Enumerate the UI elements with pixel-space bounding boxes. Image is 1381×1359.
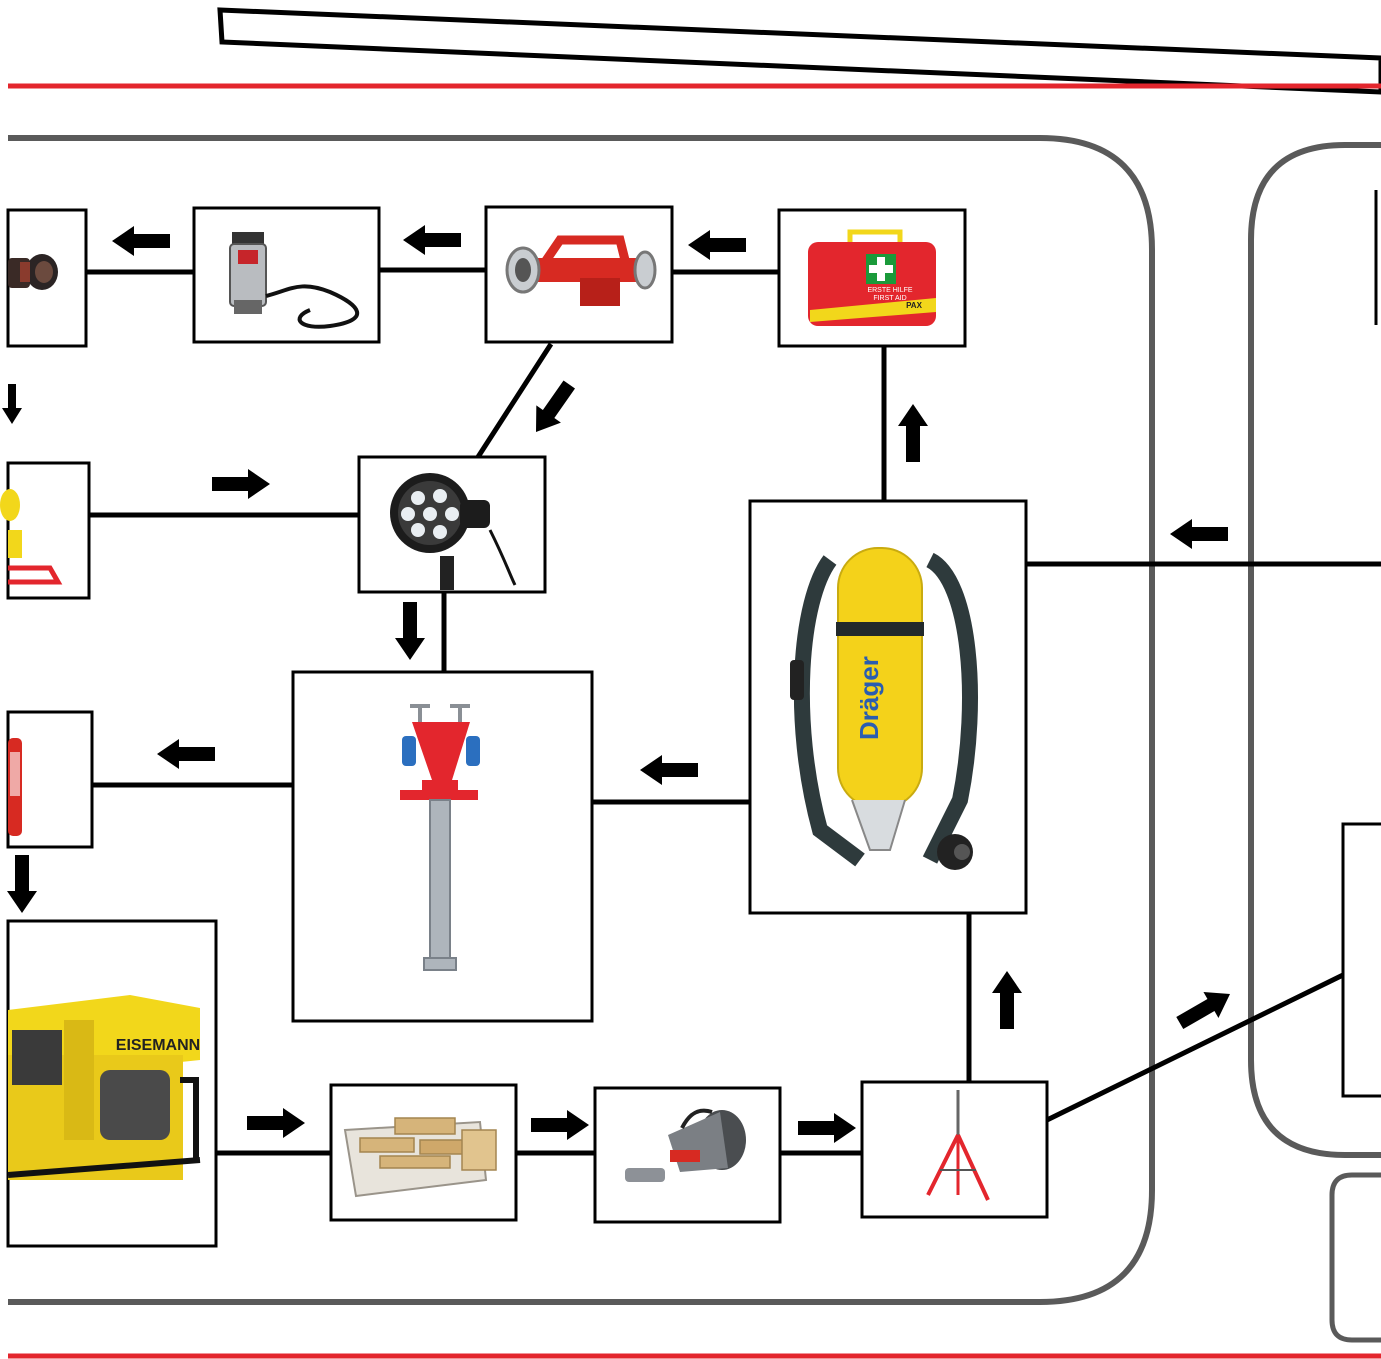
item-box-right-middle <box>1343 824 1381 1096</box>
arrow-down-icon <box>2 384 22 424</box>
item-box-hazard-lamp <box>0 463 89 598</box>
arrow-down-left-icon <box>524 376 582 441</box>
item-box-coupling <box>8 210 86 346</box>
hose-coupling-icon <box>8 254 58 290</box>
arrow-left-icon <box>112 226 170 256</box>
item-box-hydrant <box>293 672 592 1021</box>
scba-brand-label: Dräger <box>854 656 884 740</box>
item-box-extinguisher <box>8 712 92 847</box>
item-box-tripod <box>862 1082 1047 1217</box>
arrow-left-icon <box>688 230 746 260</box>
first-aid-brand: PAX <box>906 301 923 310</box>
item-box-wood-crate <box>331 1085 516 1220</box>
arrow-down-icon <box>7 855 37 913</box>
arrow-right-icon <box>247 1108 305 1138</box>
item-box-fan-nozzle <box>595 1088 780 1222</box>
item-box-collecting-head <box>486 207 672 342</box>
arrow-right-icon <box>212 469 270 499</box>
lower-right-zone-frame <box>1332 1175 1381 1340</box>
connector <box>1047 975 1343 1120</box>
generator-icon: EISEMANN <box>8 995 200 1180</box>
first-aid-kit-icon: ERSTE HILFE FIRST AID PAX <box>808 232 936 326</box>
arrow-left-icon <box>403 225 461 255</box>
arrow-left-icon <box>640 755 698 785</box>
arrow-left-icon <box>157 739 215 769</box>
arrow-up-right-icon <box>1172 981 1237 1036</box>
generator-brand-label: EISEMANN <box>116 1037 200 1054</box>
arrow-left-icon <box>1170 519 1228 549</box>
item-box-first-aid-kit: ERSTE HILFE FIRST AID PAX <box>779 210 965 346</box>
title-banner <box>220 10 1381 92</box>
arrow-right-icon <box>798 1113 856 1143</box>
arrow-down-icon <box>395 602 425 660</box>
first-aid-label-2: FIRST AID <box>873 295 906 302</box>
first-aid-label-1: ERSTE HILFE <box>867 287 912 294</box>
arrow-up-icon <box>898 404 928 462</box>
item-box-scba: Dräger <box>750 501 1026 913</box>
arrow-up-icon <box>992 971 1022 1029</box>
fire-extinguisher-icon <box>8 738 22 836</box>
connector <box>478 344 551 457</box>
arrow-right-icon <box>531 1110 589 1140</box>
item-box-work-light <box>359 457 545 592</box>
item-box-generator: EISEMANN <box>8 921 216 1246</box>
item-box-pump <box>194 208 379 342</box>
